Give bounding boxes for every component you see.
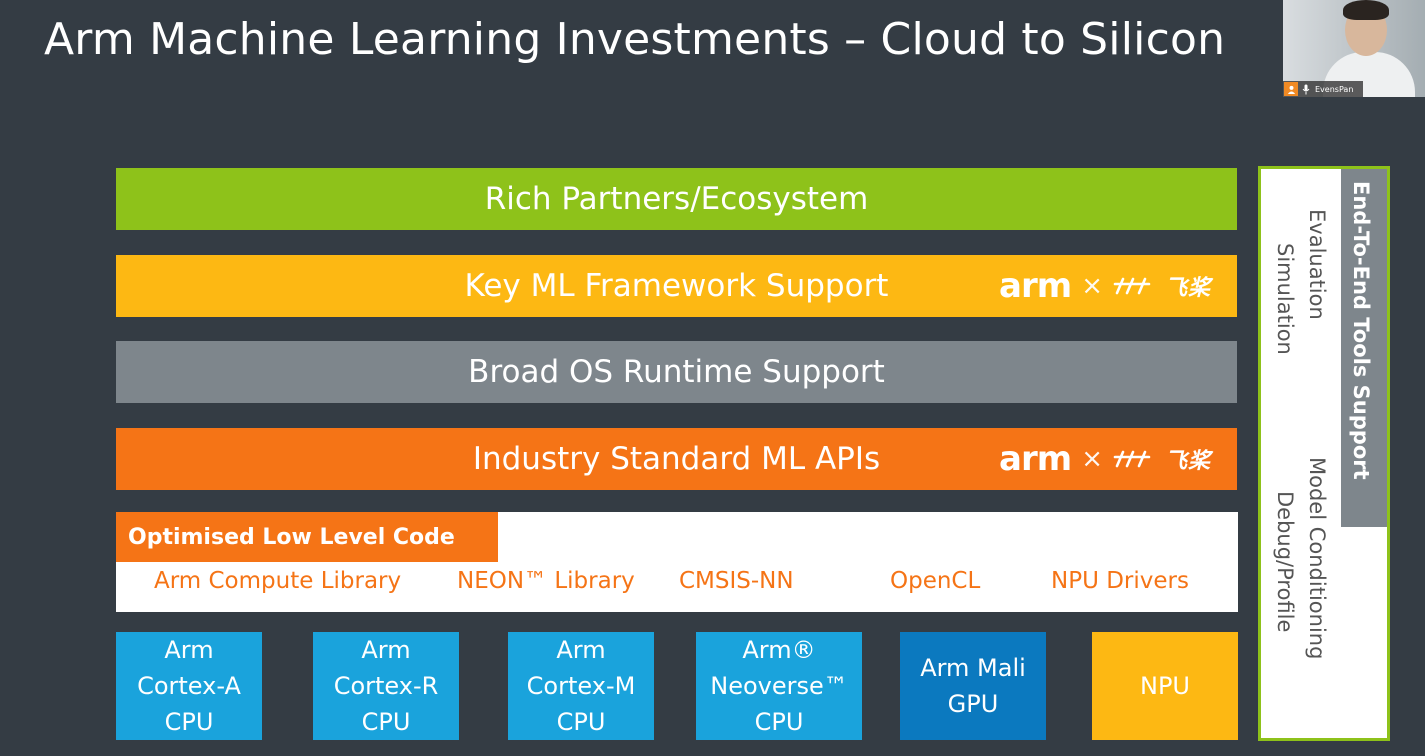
ecosystem-layer: Rich Partners/Ecosystem xyxy=(116,168,1237,230)
hw-neoverse: Arm® Neoverse™ CPU xyxy=(696,632,862,740)
os-runtime-label: Broad OS Runtime Support xyxy=(468,354,885,390)
hw-line: CPU xyxy=(361,708,411,736)
paddle-logo-icon xyxy=(1113,277,1151,295)
paddle-logo-icon xyxy=(1113,450,1151,468)
hw-line: Cortex-M xyxy=(526,672,636,700)
paddle-logo: 飞桨 xyxy=(1164,449,1211,474)
cross-mark: × xyxy=(1081,271,1103,301)
library-item: OpenCL xyxy=(890,568,981,594)
user-icon xyxy=(1284,82,1298,96)
hw-line: Arm Mali xyxy=(920,654,1026,682)
arm-paddle-logo: arm × 飞桨 xyxy=(999,266,1211,306)
hw-line: Arm xyxy=(361,636,411,664)
hw-line: CPU xyxy=(754,708,804,736)
library-item: NPU Drivers xyxy=(1051,568,1189,594)
hw-cortex-a: Arm Cortex-A CPU xyxy=(116,632,262,740)
framework-label: Key ML Framework Support xyxy=(464,268,889,304)
presenter-hair xyxy=(1343,0,1389,20)
library-item: Arm Compute Library xyxy=(154,568,402,594)
participant-name: EvensPan xyxy=(1315,84,1354,94)
hw-line: Arm xyxy=(164,636,214,664)
library-item: NEON™ Library xyxy=(457,568,635,594)
low-level-code-tag: Optimised Low Level Code xyxy=(116,512,498,562)
microphone-icon[interactable] xyxy=(1299,82,1313,96)
tools-item-evaluation: Evaluation xyxy=(1305,209,1329,320)
framework-layer: Key ML Framework Support arm × 飞桨 xyxy=(116,255,1237,317)
hw-line: Arm xyxy=(556,636,606,664)
tools-item-model-conditioning: Model Conditioning xyxy=(1305,457,1329,660)
hw-line: GPU xyxy=(947,690,999,718)
arm-logo: arm xyxy=(999,439,1072,479)
tools-support-panel: End-To-End Tools Support Evaluation Mode… xyxy=(1258,166,1390,741)
hw-line: Cortex-A xyxy=(137,672,241,700)
hw-mali-gpu: Arm Mali GPU xyxy=(900,632,1046,740)
tools-heading-strip: End-To-End Tools Support xyxy=(1341,169,1387,527)
arm-paddle-logo: arm × 飞桨 xyxy=(999,439,1211,479)
hw-line: CPU xyxy=(164,708,214,736)
library-item: CMSIS-NN xyxy=(679,568,794,594)
arm-logo: arm xyxy=(999,266,1072,306)
ecosystem-label: Rich Partners/Ecosystem xyxy=(484,181,869,217)
ml-apis-layer: Industry Standard ML APIs arm × 飞桨 xyxy=(116,428,1237,490)
webcam-namebar: EvensPan xyxy=(1283,81,1363,97)
ml-apis-label: Industry Standard ML APIs xyxy=(472,441,881,477)
hw-line: Cortex-R xyxy=(333,672,439,700)
tools-item-simulation: Simulation xyxy=(1273,243,1297,355)
tools-heading: End-To-End Tools Support xyxy=(1349,181,1373,480)
hw-line: Neoverse™ xyxy=(710,672,848,700)
webcam-thumbnail[interactable]: EvensPan xyxy=(1283,0,1425,97)
hw-cortex-m: Arm Cortex-M CPU xyxy=(508,632,654,740)
cross-mark: × xyxy=(1081,444,1103,474)
hw-line: Arm® xyxy=(742,636,816,664)
slide-title: Arm Machine Learning Investments – Cloud… xyxy=(44,14,1226,65)
hw-npu: NPU xyxy=(1092,632,1238,740)
hw-line: NPU xyxy=(1140,672,1190,700)
os-runtime-layer: Broad OS Runtime Support xyxy=(116,341,1237,403)
tools-item-debug-profile: Debug/Profile xyxy=(1273,491,1297,633)
low-level-code-panel: Optimised Low Level Code Arm Compute Lib… xyxy=(116,512,1238,612)
hw-cortex-r: Arm Cortex-R CPU xyxy=(313,632,459,740)
hw-line: CPU xyxy=(556,708,606,736)
paddle-logo: 飞桨 xyxy=(1164,276,1211,301)
